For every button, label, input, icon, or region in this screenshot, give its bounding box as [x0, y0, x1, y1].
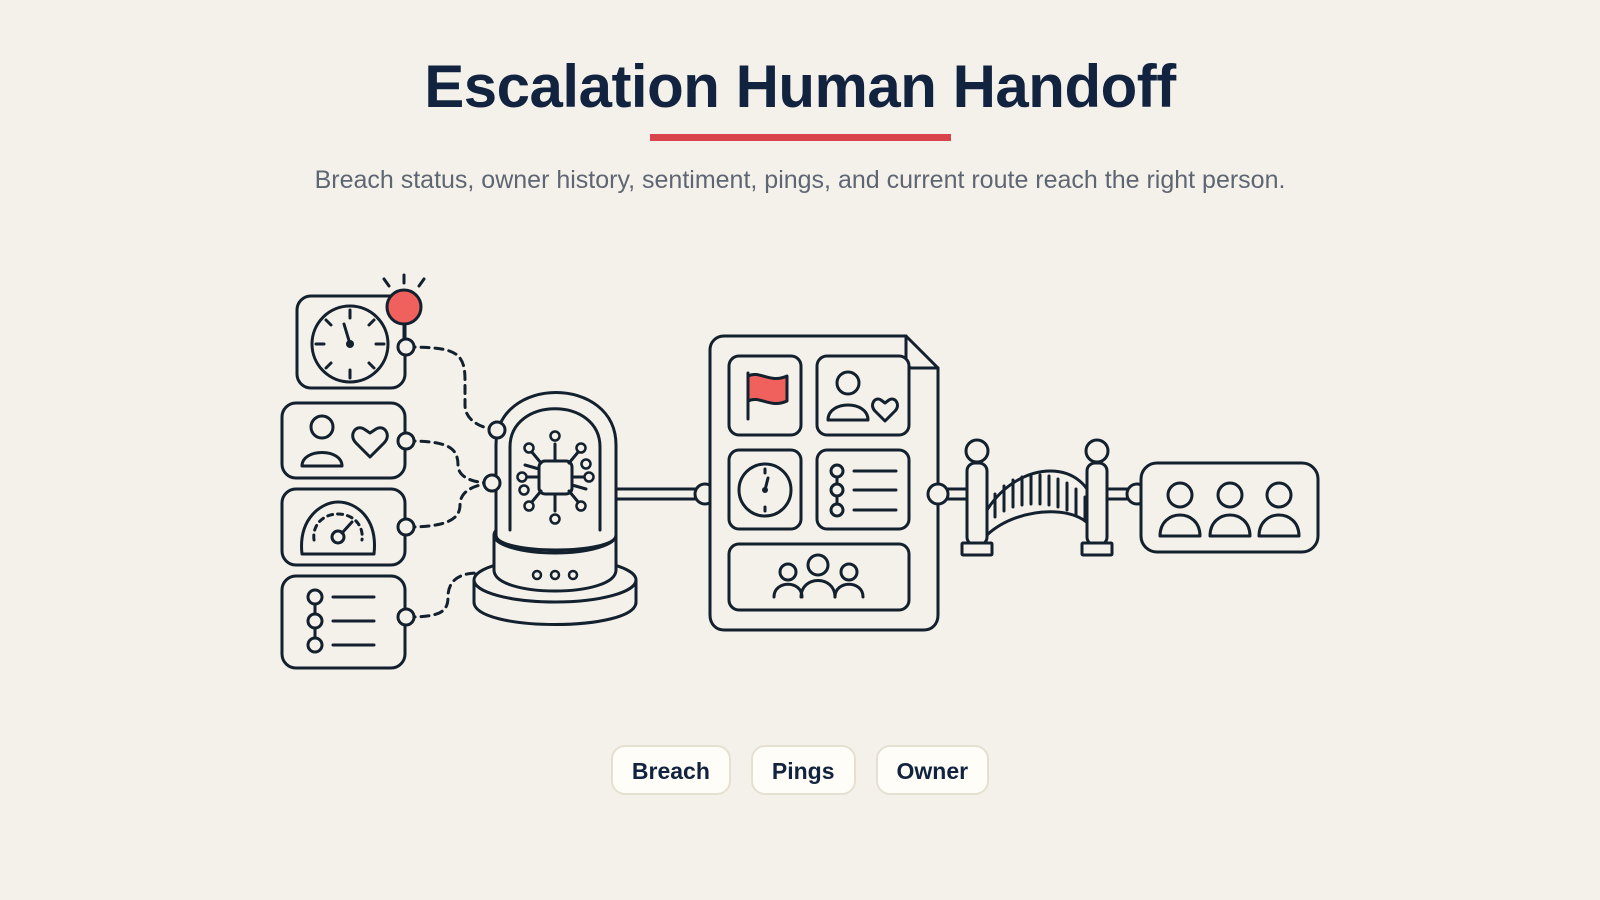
sentiment-icon [280, 401, 416, 480]
route-list-icon [280, 574, 416, 670]
handoff-diagram [280, 273, 1320, 670]
chip-owner[interactable]: Owner [875, 745, 990, 795]
flag-icon [746, 371, 789, 421]
team-icon [1139, 461, 1320, 554]
chip-pings[interactable]: Pings [750, 745, 856, 795]
clock-alert-icon [295, 273, 426, 390]
page-subtitle: Breach status, owner history, sentiment,… [314, 166, 1286, 194]
ai-dome-icon [472, 391, 638, 626]
page-title: Escalation Human Handoff [424, 53, 1176, 120]
gauge-icon [280, 487, 416, 567]
case-document-icon [708, 334, 940, 632]
chip-row: Breach Pings Owner [0, 745, 1600, 795]
title-underline [650, 134, 951, 141]
input-connectors [405, 345, 499, 619]
dome-to-case-link [614, 482, 717, 506]
chip-breach[interactable]: Breach [610, 745, 731, 795]
case-to-bridge-link [926, 482, 969, 506]
bridge-icon [960, 438, 1149, 557]
